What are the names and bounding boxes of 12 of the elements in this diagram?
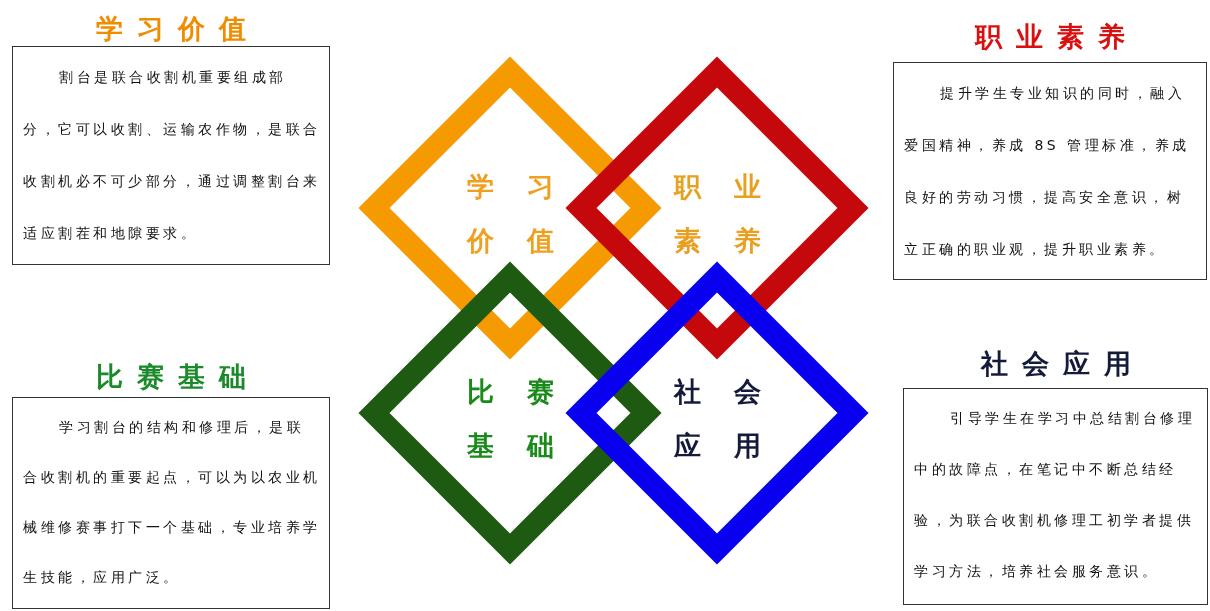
description-panel: 引导学生在学习中总结割台修理中的故障点，在笔记中不断总结经验，为联合收割机修理工初学者提供学习方法，培养社会服务意识。 [903, 388, 1208, 605]
diamond-label: 职业素养 [674, 170, 795, 258]
description-panel: 割台是联合收割机重要组成部分，它可以收割、运输农作物，是联合收割机必不可少部分，通过调整割台来适应割茬和地隙要求。 [12, 46, 330, 265]
section-heading: 比赛基础 [95, 360, 260, 394]
section-heading: 职业素养 [973, 20, 1139, 54]
diamond-label: 学习价值 [467, 170, 588, 258]
section-heading: 学习价值 [95, 12, 260, 46]
section-heading: 社会应用 [979, 347, 1145, 381]
description-panel: 学习割台的结构和修理后，是联合收割机的重要起点，可以为以农业机械维修赛事打下一个基础，专业培养学生技能，应用广泛。 [12, 397, 330, 609]
diamond-label: 社会应用 [674, 375, 795, 463]
diamond-label: 比赛基础 [467, 375, 588, 463]
description-panel: 提升学生专业知识的同时，融入爱国精神，养成 8S 管理标准，养成良好的劳动习惯，提高安全意识，树立正确的职业观，提升职业素养。 [893, 62, 1207, 280]
